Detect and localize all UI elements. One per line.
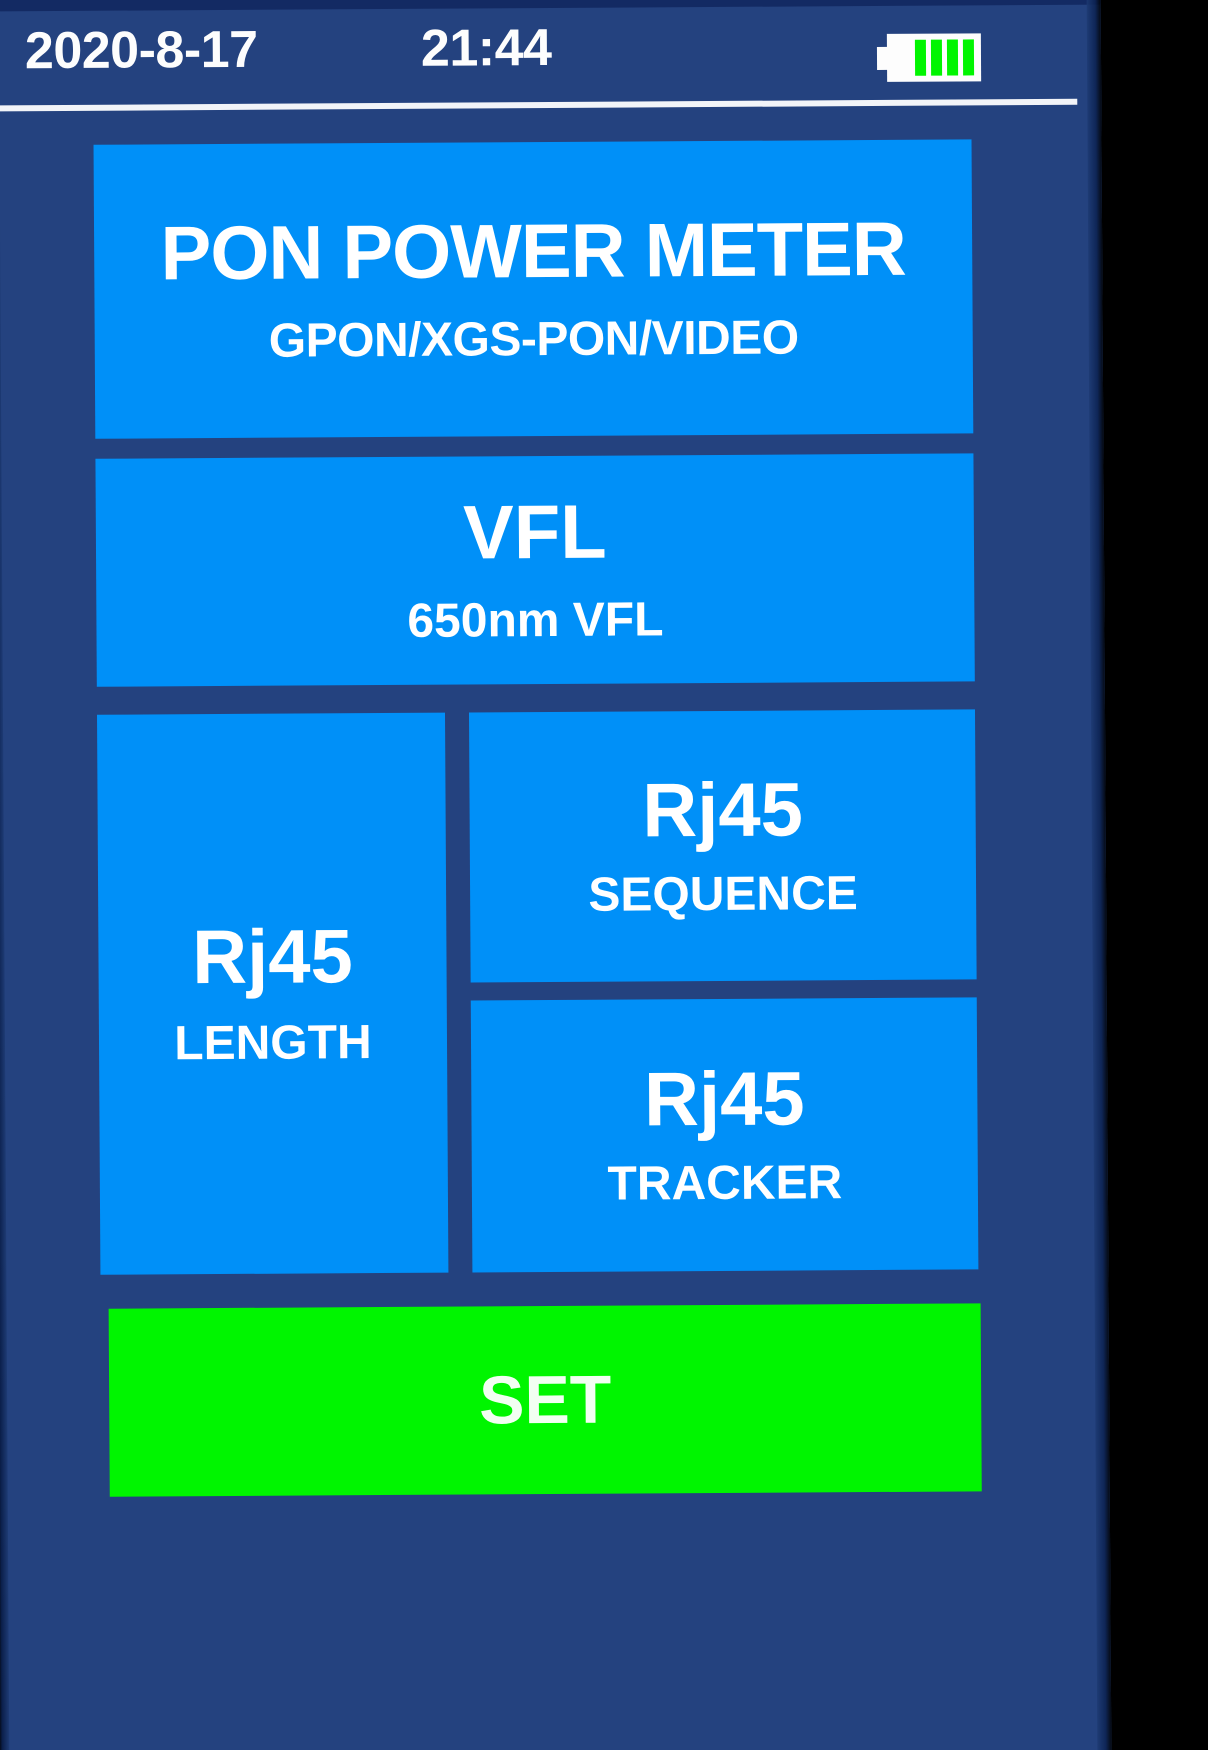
button-rj45-sequence-subtitle: SEQUENCE — [588, 867, 858, 922]
button-vfl[interactable]: VFL 650nm VFL — [95, 453, 975, 687]
battery-bar — [930, 39, 943, 76]
button-rj45-tracker[interactable]: Rj45 TRACKER — [470, 997, 979, 1273]
button-pon-power-meter[interactable]: PON POWER METER GPON/XGS-PON/VIDEO — [93, 139, 974, 439]
button-vfl-subtitle: 650nm VFL — [407, 593, 664, 648]
screen-right-edge — [1086, 0, 1112, 1750]
status-bar-divider — [0, 98, 1078, 112]
button-rj45-sequence[interactable]: Rj45 SEQUENCE — [468, 709, 977, 983]
button-rj45-tracker-subtitle: TRACKER — [607, 1156, 843, 1211]
button-rj45-sequence-title: Rj45 — [642, 767, 804, 854]
button-vfl-title: VFL — [462, 489, 607, 576]
battery-bar — [946, 39, 959, 76]
status-bar: 2020-8-17 21:44 — [0, 7, 1077, 102]
button-pon-power-meter-title: PON POWER METER — [160, 206, 906, 297]
battery-bar — [962, 39, 975, 76]
status-time: 21:44 — [420, 18, 552, 78]
status-date: 2020-8-17 — [24, 20, 258, 81]
button-rj45-length-subtitle: LENGTH — [174, 1016, 372, 1071]
button-set[interactable]: SET — [108, 1303, 982, 1497]
lcd-screen: 2020-8-17 21:44 PON POWER METER GPON/XGS… — [0, 0, 1112, 1750]
battery-bar — [914, 39, 927, 76]
button-rj45-length-title: Rj45 — [191, 914, 354, 1001]
button-rj45-length[interactable]: Rj45 LENGTH — [97, 712, 449, 1275]
button-rj45-tracker-title: Rj45 — [643, 1056, 805, 1143]
screen-left-edge — [0, 0, 10, 1750]
battery-level-bars — [914, 39, 977, 76]
battery-icon — [876, 33, 982, 82]
button-pon-power-meter-subtitle: GPON/XGS-PON/VIDEO — [268, 311, 799, 368]
button-set-label: SET — [478, 1361, 612, 1439]
